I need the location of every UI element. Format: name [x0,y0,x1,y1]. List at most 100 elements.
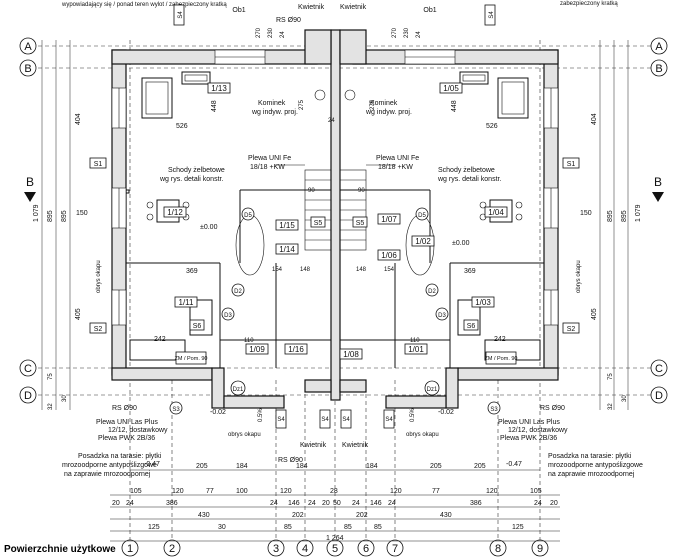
svg-text:D: D [655,390,663,402]
svg-text:Plewa UNI Las Plus: Plewa UNI Las Plus [498,419,560,426]
svg-text:205: 205 [196,463,208,470]
svg-text:±0.00: ±0.00 [452,240,470,247]
svg-text:wg indyw. proj.: wg indyw. proj. [251,109,298,116]
svg-text:105: 105 [530,488,542,495]
windows [111,49,559,326]
svg-text:obrys okapu: obrys okapu [96,260,102,293]
svg-text:S4: S4 [342,417,350,423]
svg-text:-0.47: -0.47 [506,461,522,468]
axis-b-left: B [19,59,37,77]
svg-text:90: 90 [308,188,315,194]
svg-text:24: 24 [280,31,286,38]
svg-text:275: 275 [370,99,376,110]
svg-text:1/04: 1/04 [488,208,504,217]
svg-text:202: 202 [292,512,304,519]
svg-text:1/03: 1/03 [475,298,491,307]
svg-text:S4: S4 [385,417,393,423]
svg-text:270: 270 [392,27,398,38]
svg-text:obrys okapu: obrys okapu [406,432,439,438]
svg-text:Ob1: Ob1 [423,7,436,14]
axis-5: 5 [326,539,344,557]
svg-text:32: 32 [48,403,54,410]
svg-text:S6: S6 [193,323,202,330]
svg-text:154: 154 [272,267,283,273]
svg-text:S1: S1 [94,161,103,168]
svg-text:28: 28 [330,488,338,495]
svg-text:S4: S4 [321,417,329,423]
svg-text:150: 150 [580,210,592,217]
svg-text:5: 5 [332,543,338,555]
svg-text:20: 20 [112,500,120,507]
svg-text:24: 24 [416,31,422,38]
svg-text:526: 526 [176,123,188,130]
svg-text:Schody żelbetowe: Schody żelbetowe [168,167,225,174]
svg-text:184: 184 [236,463,248,470]
svg-text:105: 105 [130,488,142,495]
svg-text:30: 30 [62,395,68,402]
svg-text:±0.00: ±0.00 [200,224,218,231]
svg-text:895: 895 [621,210,628,222]
svg-text:369: 369 [464,268,476,275]
svg-text:0.5%: 0.5% [258,408,264,422]
svg-text:S2: S2 [567,326,576,333]
svg-text:B: B [654,175,662,189]
svg-text:1/09: 1/09 [249,345,265,354]
svg-text:386: 386 [166,500,178,507]
annotations: Kominek wg indyw. proj. Kominek wg indyw… [62,100,643,478]
svg-text:Kwietnik: Kwietnik [342,442,369,449]
svg-text:1/15: 1/15 [279,221,295,230]
svg-text:85: 85 [374,524,382,531]
svg-text:6: 6 [363,543,369,555]
svg-text:S5: S5 [314,220,323,227]
svg-text:S4: S4 [277,417,285,423]
svg-text:S2: S2 [94,326,103,333]
svg-text:146: 146 [370,500,382,507]
svg-text:120: 120 [486,488,498,495]
svg-text:30: 30 [622,395,628,402]
svg-text:405: 405 [75,308,82,320]
svg-text:24: 24 [352,500,360,507]
svg-text:110: 110 [410,338,420,344]
svg-text:0.5%: 0.5% [410,408,416,422]
svg-text:90: 90 [358,188,365,194]
svg-text:C: C [24,363,32,375]
svg-text:75: 75 [608,373,614,380]
svg-text:4: 4 [302,543,308,555]
svg-text:na zaprawie mrozoodpornej: na zaprawie mrozoodpornej [64,471,151,478]
svg-text:120: 120 [280,488,292,495]
svg-text:D3: D3 [224,313,232,319]
svg-text:404: 404 [75,113,82,125]
axis-b-right: B [650,59,668,77]
svg-text:B: B [26,175,34,189]
axis-a-left: A [19,37,37,55]
svg-text:895: 895 [47,210,54,222]
svg-text:30: 30 [218,524,226,531]
svg-text:-0.02: -0.02 [438,409,454,416]
svg-text:Kwietnik: Kwietnik [300,442,327,449]
axis-9: 9 [531,539,549,557]
svg-text:1/11: 1/11 [179,298,195,307]
svg-text:20: 20 [322,500,330,507]
furniture [129,71,541,361]
svg-text:Schody żelbetowe: Schody żelbetowe [438,167,495,174]
svg-text:D: D [24,390,32,402]
svg-text:85: 85 [284,524,292,531]
svg-text:Posadzka na tarasie: płytki: Posadzka na tarasie: płytki [78,453,162,460]
svg-text:D5: D5 [244,213,252,219]
svg-text:120: 120 [390,488,402,495]
footer-label: Powierzchnie użytkowe [2,544,118,555]
svg-text:24: 24 [534,500,542,507]
svg-text:24: 24 [388,500,396,507]
svg-text:C: C [655,363,663,375]
svg-text:1/08: 1/08 [343,350,359,359]
svg-text:Kwietnik: Kwietnik [298,4,325,11]
svg-text:24: 24 [328,118,335,124]
svg-text:205: 205 [474,463,486,470]
svg-text:mrozoodporne antypoślizgowe: mrozoodporne antypoślizgowe [548,462,643,469]
svg-text:184: 184 [366,463,378,470]
axis-8: 8 [489,539,507,557]
svg-text:D2: D2 [234,289,242,295]
svg-text:Posadzka na tarasie: płytki: Posadzka na tarasie: płytki [548,453,632,460]
svg-text:448: 448 [211,100,218,112]
svg-text:RS Ø90: RS Ø90 [278,457,303,464]
